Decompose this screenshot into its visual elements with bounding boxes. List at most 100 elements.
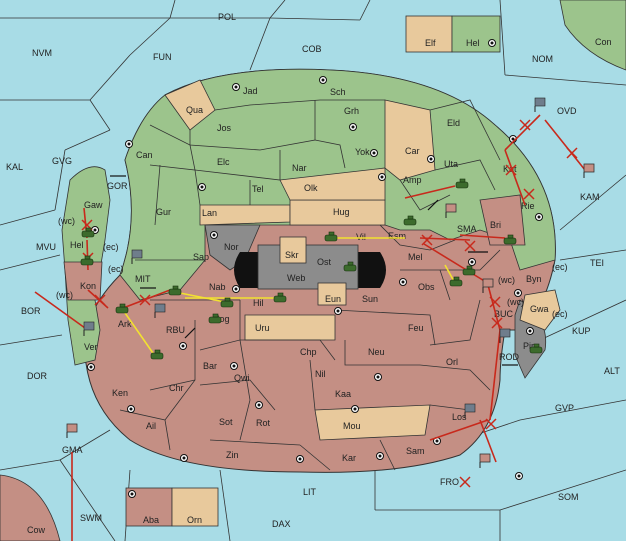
label-mou: Mou <box>343 421 361 431</box>
label-sch: Sch <box>330 87 346 97</box>
label-con: Con <box>595 37 612 47</box>
label-olk: Olk <box>304 183 318 193</box>
region-gwa[interactable] <box>519 289 561 331</box>
failed-move-x-icon <box>566 147 578 159</box>
label-fun: FUN <box>153 52 172 62</box>
region-bri[interactable] <box>479 194 526 246</box>
failed-move-x-icon <box>523 188 535 200</box>
label-grh: Grh <box>344 106 359 116</box>
label-tel: Tel <box>252 184 264 194</box>
label-hel-n: Hel <box>466 38 480 48</box>
fleet-icon <box>583 163 595 178</box>
coast-tag-wc-1: (wc) <box>58 216 75 226</box>
label-buc: BUC <box>494 309 514 319</box>
supply-center-icon <box>488 39 496 47</box>
failed-move-x-icon <box>519 119 531 131</box>
label-gvg: GVG <box>52 156 72 166</box>
region-eun[interactable] <box>317 282 347 306</box>
failed-move-x-icon <box>459 476 471 488</box>
label-sot: Sot <box>219 417 233 427</box>
coast-tag-ec-4: (ec) <box>552 309 568 319</box>
label-kal: KAL <box>6 162 23 172</box>
army-icon <box>115 303 129 314</box>
fleet-icon <box>445 203 457 218</box>
label-sap: Sap <box>193 252 209 262</box>
coast-tag-ec-3: (ec) <box>552 262 568 272</box>
label-mel: Mel <box>408 252 423 262</box>
label-alt: ALT <box>604 366 620 376</box>
label-ovd: OVD <box>557 106 577 116</box>
region-skr[interactable] <box>279 236 307 264</box>
failed-move-x-icon <box>421 234 433 246</box>
label-rot: Rot <box>256 418 271 428</box>
army-icon <box>343 261 357 272</box>
region-elf[interactable] <box>405 15 453 53</box>
label-eld: Eld <box>447 118 460 128</box>
failed-move-x-icon <box>139 294 151 306</box>
region-mou[interactable] <box>314 404 431 441</box>
label-rie: Rie <box>521 201 535 211</box>
fleet-icon <box>131 249 143 264</box>
region-ost[interactable] <box>257 244 359 290</box>
army-icon <box>449 276 463 287</box>
label-ver: Ver <box>84 342 98 352</box>
label-nvm: NVM <box>32 48 52 58</box>
label-nil: Nil <box>315 369 326 379</box>
supply-center-icon <box>515 472 523 480</box>
supply-center-icon <box>370 149 378 157</box>
label-uta: Uta <box>444 159 458 169</box>
supply-center-icon <box>468 258 476 266</box>
label-kon: Kon <box>80 281 96 291</box>
supply-center-icon <box>87 363 95 371</box>
label-elc: Elc <box>217 157 230 167</box>
army-icon <box>150 349 164 360</box>
army-icon <box>462 265 476 276</box>
label-web: Web <box>287 273 305 283</box>
fleet-icon <box>534 97 546 112</box>
label-skr: Skr <box>285 250 299 260</box>
yellow-orders <box>122 237 456 357</box>
fleet-icon <box>83 321 95 336</box>
supply-center-icons <box>87 39 543 498</box>
supply-center-icon <box>351 405 359 413</box>
label-cob: COB <box>302 44 322 54</box>
supply-center-icon <box>349 123 357 131</box>
label-amp: Amp <box>403 175 422 185</box>
label-jad: Jad <box>243 86 258 96</box>
coast-tag-wc-3: (wc) <box>498 275 515 285</box>
army-icon <box>273 292 287 303</box>
region-orn[interactable] <box>171 487 219 527</box>
supply-center-icon <box>230 362 238 370</box>
supply-center-icon <box>399 278 407 286</box>
army-icon <box>403 215 417 226</box>
label-eun: Eun <box>325 294 341 304</box>
failed-move-x-icon <box>464 240 476 252</box>
label-yok: Yok <box>355 147 370 157</box>
label-bri: Bri <box>490 220 501 230</box>
label-esm: Esm <box>388 231 406 241</box>
fleet-icon <box>464 403 476 418</box>
label-dor: DOR <box>27 371 48 381</box>
region-car[interactable] <box>384 99 436 181</box>
label-ost: Ost <box>317 257 332 267</box>
fleet-icons <box>66 97 595 468</box>
label-sun: Sun <box>362 294 378 304</box>
label-orn: Orn <box>187 515 202 525</box>
label-fro: FRO <box>440 477 459 487</box>
army-icon <box>80 255 94 266</box>
coast-tag-ec-2: (ec) <box>108 264 124 274</box>
swap-arrow-icons <box>110 175 518 366</box>
label-obs: Obs <box>418 282 435 292</box>
region-uru[interactable] <box>244 314 336 341</box>
label-chp: Chp <box>300 347 317 357</box>
region-olk[interactable] <box>279 167 386 201</box>
label-pol: POL <box>218 12 236 22</box>
label-mvu: MVU <box>36 242 56 252</box>
label-lan: Lan <box>202 208 217 218</box>
label-nar: Nar <box>292 163 307 173</box>
label-rbu: RBU <box>166 325 185 335</box>
label-los: Los <box>452 412 467 422</box>
coast-tag-wc-4: (wc) <box>507 297 524 307</box>
label-kam: KAM <box>580 192 600 202</box>
